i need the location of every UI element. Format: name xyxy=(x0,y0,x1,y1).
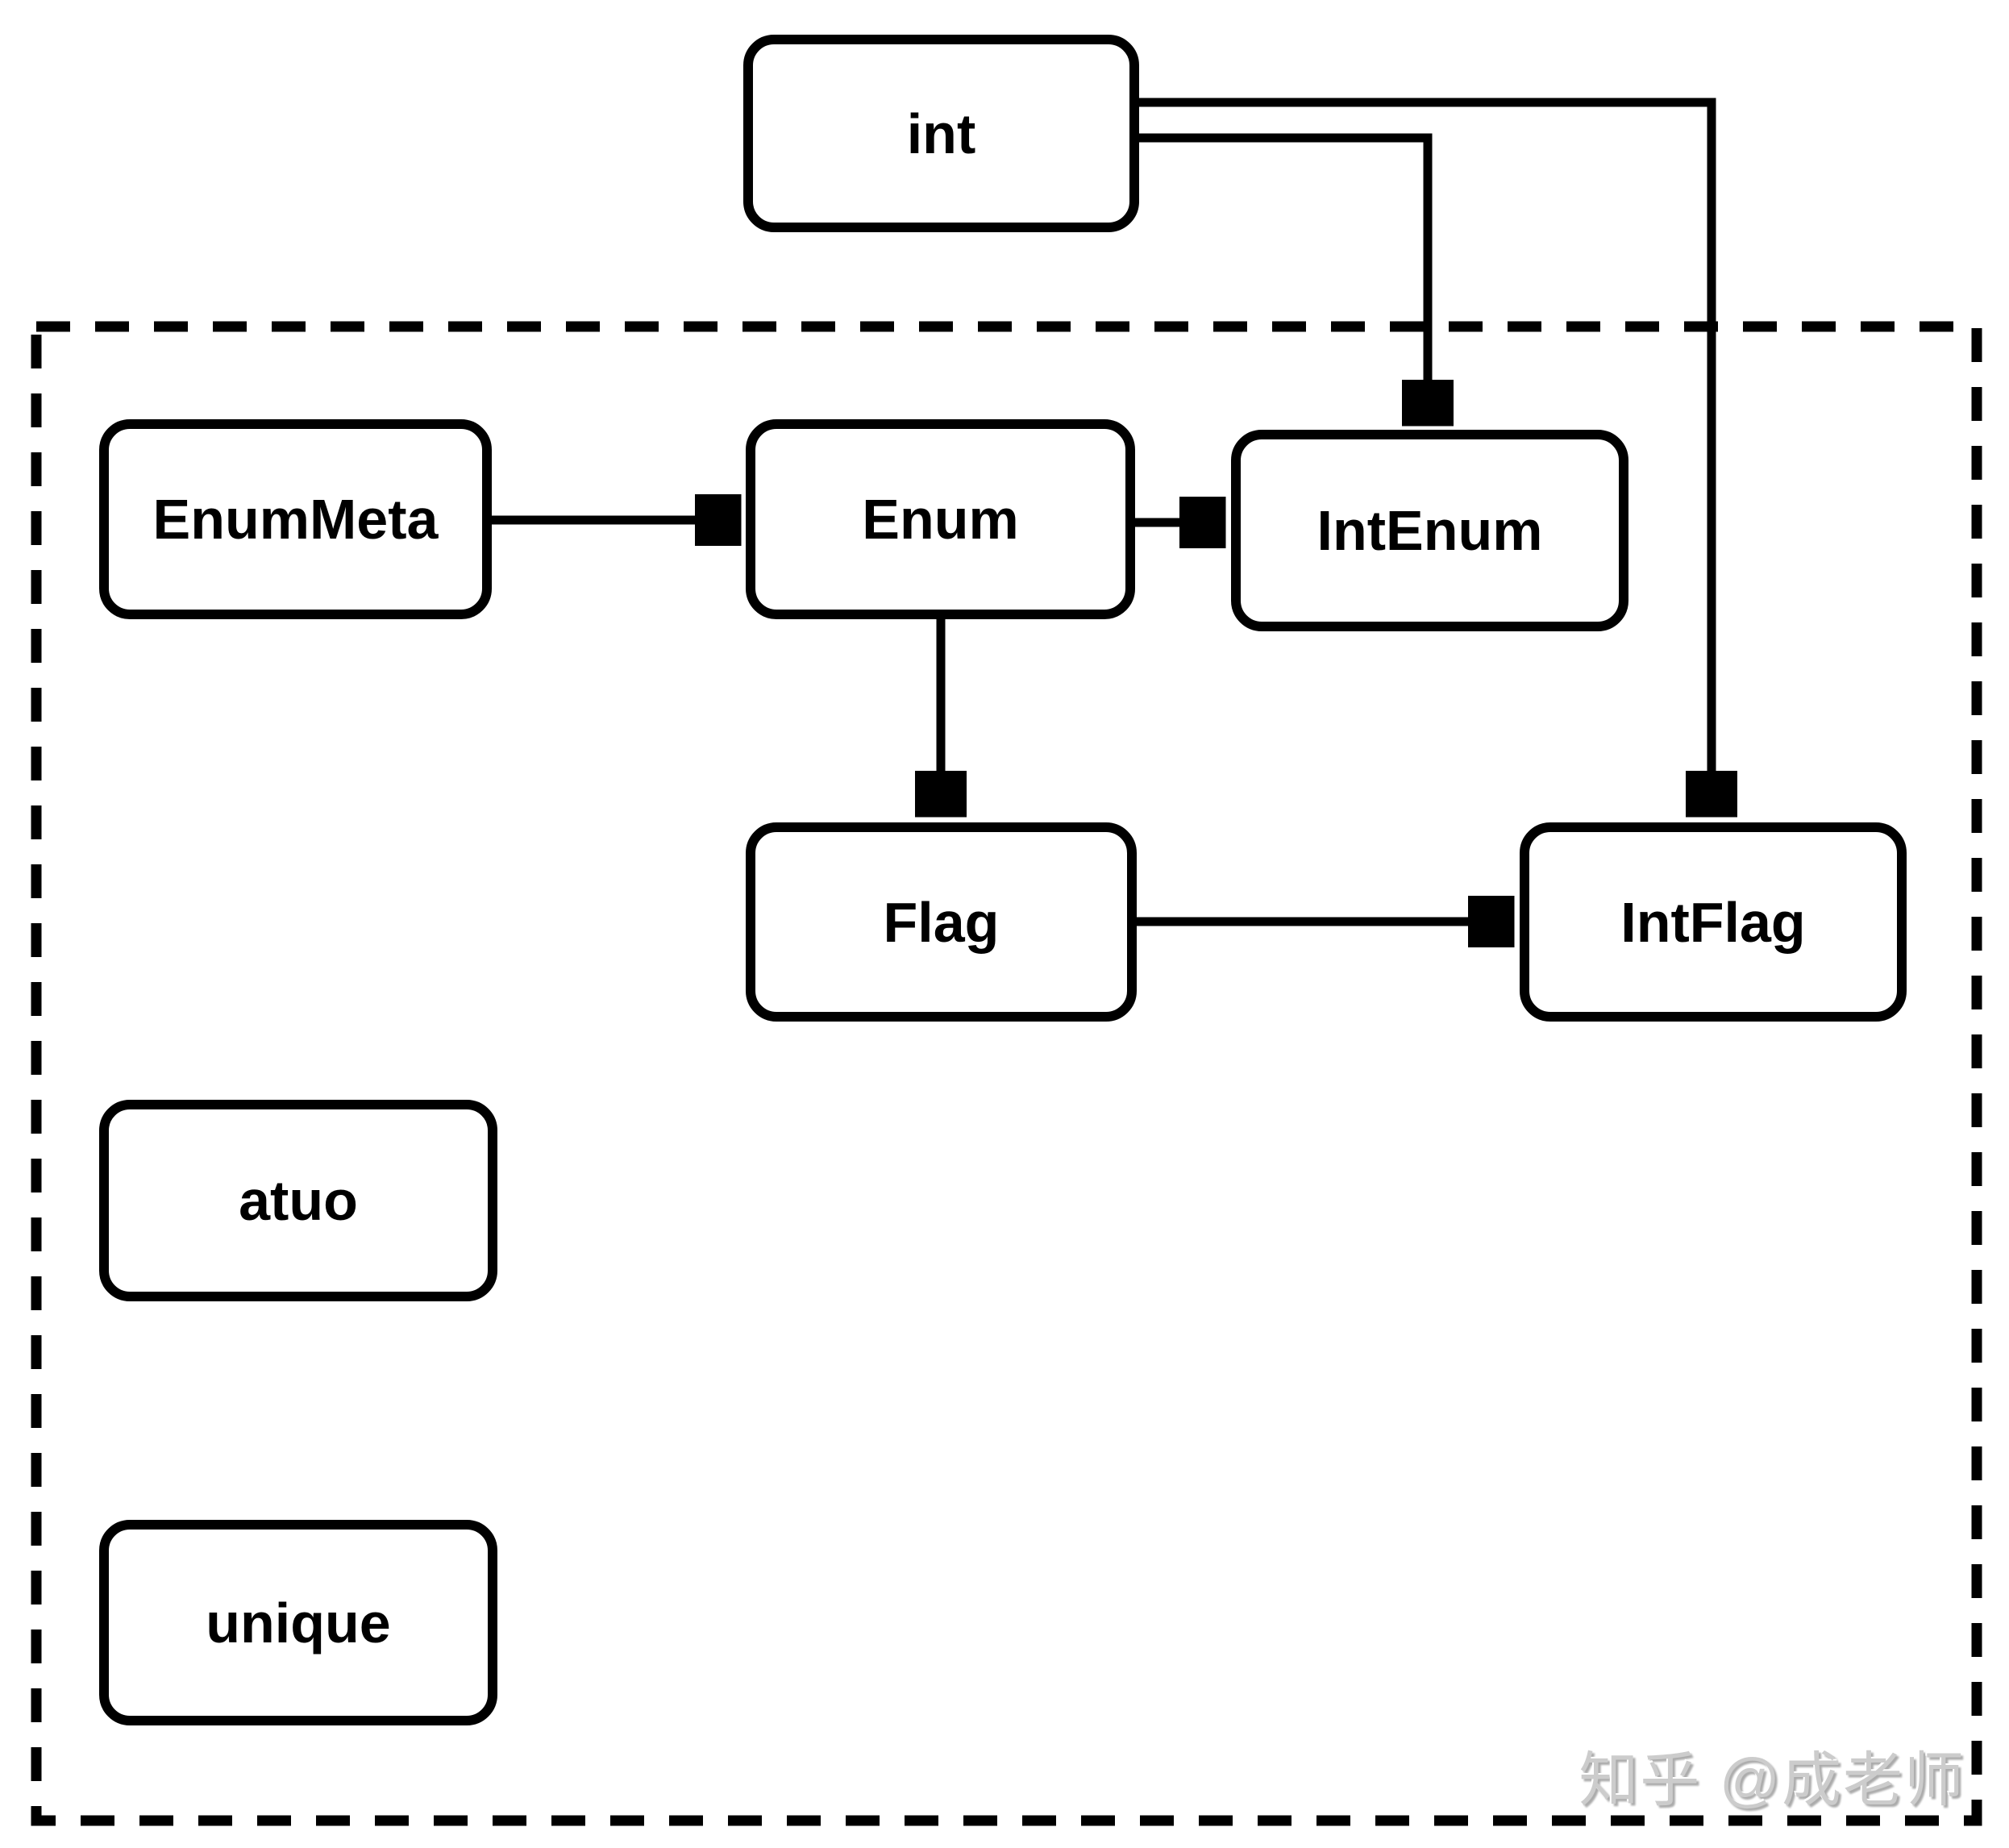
node-intenum: IntEnum xyxy=(1231,430,1628,631)
node-atuo-label: atuo xyxy=(239,1169,358,1232)
node-intenum-label: IntEnum xyxy=(1316,499,1543,562)
node-enum-label: Enum xyxy=(862,488,1019,551)
node-int-label: int xyxy=(906,102,976,165)
edge-int-to-intenum xyxy=(1139,133,1428,424)
zhihu-watermark: 知乎 @成老师 xyxy=(1578,1746,1965,1813)
node-intflag: IntFlag xyxy=(1520,822,1907,1022)
node-unique: unique xyxy=(99,1520,497,1725)
node-enummeta: EnumMeta xyxy=(99,419,492,619)
node-enum: Enum xyxy=(746,419,1135,619)
node-flag: Flag xyxy=(746,822,1137,1022)
node-intflag-label: IntFlag xyxy=(1620,890,1806,954)
node-unique-label: unique xyxy=(206,1591,391,1654)
node-int: int xyxy=(743,35,1139,232)
scope-dashed-border xyxy=(31,321,1982,1826)
node-flag-label: Flag xyxy=(883,890,1000,954)
node-atuo: atuo xyxy=(99,1100,497,1301)
edge-int-to-intflag xyxy=(1139,98,1712,815)
node-enummeta-label: EnumMeta xyxy=(152,488,439,551)
